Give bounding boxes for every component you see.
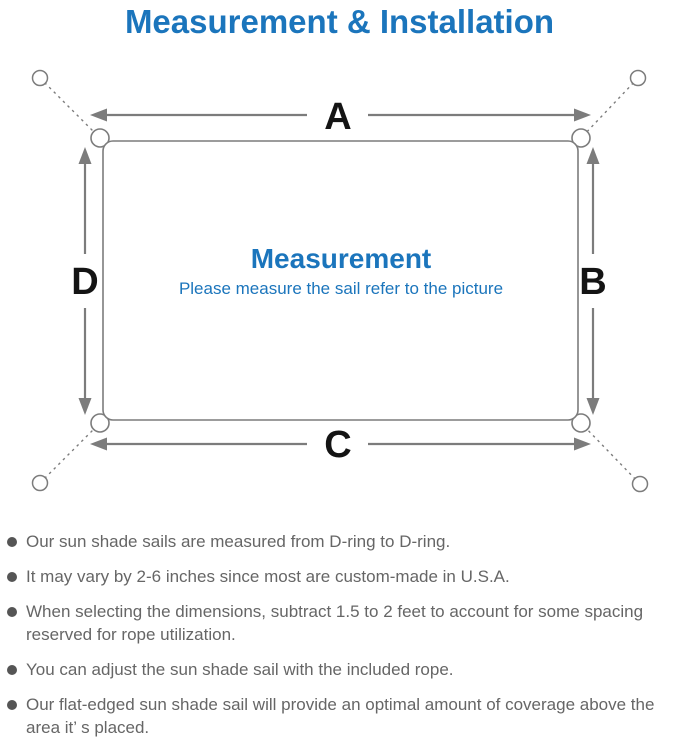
rope-line-top-left: [39, 77, 101, 139]
arrowhead-a-right: [574, 108, 591, 122]
note-text: It may vary by 2-6 inches since most are…: [26, 567, 510, 586]
anchor-point-icon-bottom-left: [31, 474, 49, 492]
d-ring-icon-bottom-right: [571, 413, 591, 433]
note-text: You can adjust the sun shade sail with t…: [26, 660, 454, 679]
d-ring-icon-bottom-left: [90, 413, 110, 433]
diagram-center-subtitle: Please measure the sail refer to the pic…: [179, 279, 503, 298]
note-item: You can adjust the sun shade sail with t…: [0, 658, 675, 681]
arrowhead-b-bottom: [586, 398, 600, 415]
rope-line-bottom-left: [39, 422, 101, 484]
dimension-label-d: D: [71, 261, 98, 303]
dimension-label-b: B: [579, 261, 606, 303]
arrowhead-c-right: [574, 437, 591, 451]
note-text: Our sun shade sails are measured from D-…: [26, 532, 451, 551]
page-title: Measurement & Installation: [124, 3, 555, 40]
sail-rect: [102, 140, 579, 421]
bullet-icon: [7, 665, 17, 675]
anchor-point-icon-bottom-right: [631, 475, 649, 493]
arrowhead-b-top: [586, 147, 600, 164]
d-ring-icon-top-right: [571, 128, 591, 148]
notes-list: Our sun shade sails are measured from D-…: [0, 530, 679, 739]
rope-line-bottom-right: [580, 422, 641, 485]
note-item: Our sun shade sails are measured from D-…: [0, 530, 675, 553]
diagram-center-title: Measurement: [251, 243, 432, 274]
bullet-icon: [7, 537, 17, 547]
arrowhead-d-bottom: [78, 398, 92, 415]
d-ring-icon-top-left: [90, 128, 110, 148]
note-item: It may vary by 2-6 inches since most are…: [0, 565, 675, 588]
anchor-point-icon-top-left: [31, 69, 49, 87]
rope-line-top-right: [580, 77, 639, 139]
measurement-diagram-svg: A C D B Measurement Please measure the s…: [31, 69, 649, 493]
bullet-icon: [7, 572, 17, 582]
bullet-icon: [7, 607, 17, 617]
note-text: When selecting the dimensions, subtract …: [26, 602, 644, 644]
measurement-diagram: A C D B Measurement Please measure the s…: [0, 52, 679, 512]
dimension-label-c: C: [324, 424, 351, 466]
arrowhead-a-left: [90, 108, 107, 122]
note-item: Our flat-edged sun shade sail will provi…: [0, 693, 675, 739]
dimension-label-a: A: [324, 96, 351, 138]
bullet-icon: [7, 700, 17, 710]
note-item: When selecting the dimensions, subtract …: [0, 600, 675, 646]
arrowhead-c-left: [90, 437, 107, 451]
arrowhead-d-top: [78, 147, 92, 164]
anchor-point-icon-top-right: [629, 69, 647, 87]
note-text: Our flat-edged sun shade sail will provi…: [26, 695, 655, 737]
